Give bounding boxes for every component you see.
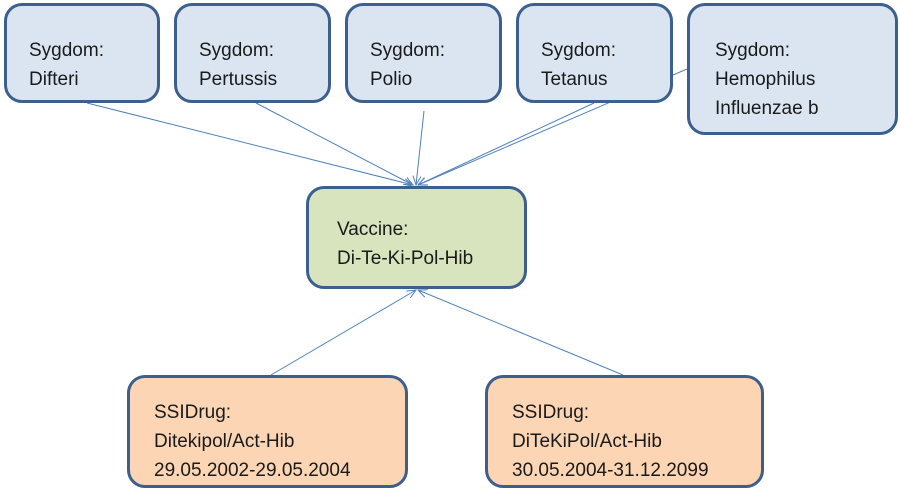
arrow-difteri-to-vaccine (86, 102, 413, 185)
node-name: Hemophilus (715, 69, 816, 90)
disease-node-difteri[interactable]: Sygdom: Difteri (4, 3, 160, 103)
node-type-label: SSIDrug: (512, 402, 590, 423)
node-name: Polio (370, 69, 413, 90)
node-name: Pertussis (199, 69, 278, 90)
vaccine-node[interactable]: Vaccine: Di-Te-Ki-Pol-Hib (306, 186, 527, 289)
node-name: Di-Te-Ki-Pol-Hib (337, 248, 474, 269)
node-period: 29.05.2002-29.05.2004 (154, 460, 351, 481)
node-type-label: Sygdom: (541, 40, 616, 61)
node-type-label: Sygdom: (199, 40, 274, 61)
arrow-drug1-to-vaccine (270, 290, 416, 376)
node-name: Tetanus (541, 69, 608, 90)
disease-node-polio[interactable]: Sygdom: Polio (345, 3, 502, 103)
node-name-line2: Influenzae b (715, 98, 819, 119)
disease-node-pertussis[interactable]: Sygdom: Pertussis (174, 3, 331, 103)
node-name: Ditekipol/Act-Hib (154, 431, 295, 452)
node-type-label: Sygdom: (29, 40, 104, 61)
node-period: 30.05.2004-31.12.2099 (512, 460, 709, 481)
arrow-pertussis-to-vaccine (255, 102, 413, 185)
drug-node-2[interactable]: SSIDrug: DiTeKiPol/Act-Hib 30.05.2004-31… (485, 375, 764, 488)
arrow-tetanus-to-vaccine (418, 102, 595, 185)
arrow-drug2-to-vaccine (418, 290, 624, 376)
disease-node-hemophilus[interactable]: Sygdom: Hemophilus Influenzae b (687, 3, 898, 135)
drug-node-1[interactable]: SSIDrug: Ditekipol/Act-Hib 29.05.2002-29… (127, 375, 408, 488)
node-name: Difteri (29, 69, 79, 90)
node-type-label: SSIDrug: (154, 402, 232, 423)
node-type-label: Sygdom: (370, 40, 445, 61)
disease-node-tetanus[interactable]: Sygdom: Tetanus (516, 3, 673, 103)
node-type-label: Sygdom: (715, 40, 790, 61)
arrow-polio-to-vaccine (416, 110, 425, 185)
node-type-label: Vaccine: (337, 219, 409, 240)
node-name: DiTeKiPol/Act-Hib (512, 431, 662, 452)
